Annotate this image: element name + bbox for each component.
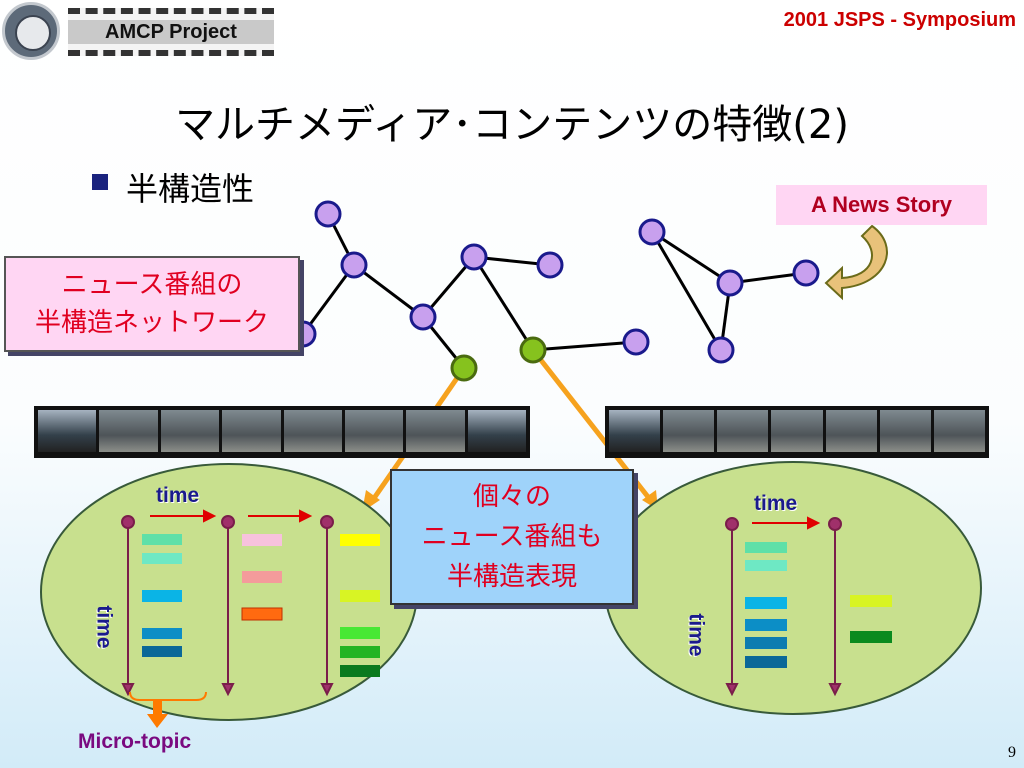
project-label: AMCP Project (68, 20, 274, 44)
curved-arrow-icon (824, 224, 888, 301)
right-side-time-label: time (684, 613, 708, 657)
left-time-label: time (156, 484, 200, 507)
network-node (707, 336, 735, 364)
project-banner: AMCP Project (68, 8, 274, 56)
video-frame (879, 410, 931, 452)
network-node (536, 251, 564, 279)
news-story-label: A News Story (776, 185, 987, 225)
note-line3: 半構造表現 (446, 562, 577, 592)
highlighted-node (450, 354, 478, 382)
network-node (340, 251, 368, 279)
page-number: 9 (1008, 744, 1016, 761)
left-side-time-label: time (92, 605, 116, 649)
video-frame (222, 410, 281, 452)
right-video-filmstrip (605, 406, 989, 458)
semi-structure-note-box: 個々の ニュース番組も 半構造表現 (390, 469, 634, 605)
video-frame (717, 410, 769, 452)
network-node (792, 259, 820, 287)
video-frame (344, 410, 404, 452)
network-label-line1: ニュース番組の (61, 270, 243, 300)
video-frame (609, 410, 661, 452)
highlighted-node (519, 336, 547, 364)
note-line2: ニュース番組も (421, 522, 603, 552)
network-node (314, 200, 342, 228)
video-frame (99, 410, 158, 452)
note-line1: 個々の (472, 482, 551, 512)
square-bullet-icon (92, 174, 108, 190)
video-frame (283, 410, 342, 452)
bullet-text: 半構造性 (126, 170, 255, 208)
left-video-filmstrip (34, 406, 530, 458)
micro-topic-label: Micro-topic (78, 730, 192, 753)
video-frame (38, 410, 97, 452)
video-frame (825, 410, 877, 452)
university-seal-icon (2, 2, 60, 60)
network-label-line2: 半構造ネットワーク (34, 308, 269, 338)
slide-title: マルチメディア･コンテンツの特徴(2) (175, 102, 849, 148)
network-node (716, 269, 744, 297)
network-node (638, 218, 666, 246)
network-node (460, 243, 488, 271)
video-frame (771, 410, 823, 452)
video-frame (160, 410, 220, 452)
video-frame (467, 410, 526, 452)
video-frame (663, 410, 715, 452)
network-node (409, 303, 437, 331)
right-time-label: time (754, 492, 798, 515)
video-frame (933, 410, 985, 452)
video-frame (406, 410, 465, 452)
network-label-box: ニュース番組の 半構造ネットワーク (4, 256, 300, 352)
network-node (622, 328, 650, 356)
symposium-label: 2001 JSPS - Symposium (783, 9, 1016, 31)
